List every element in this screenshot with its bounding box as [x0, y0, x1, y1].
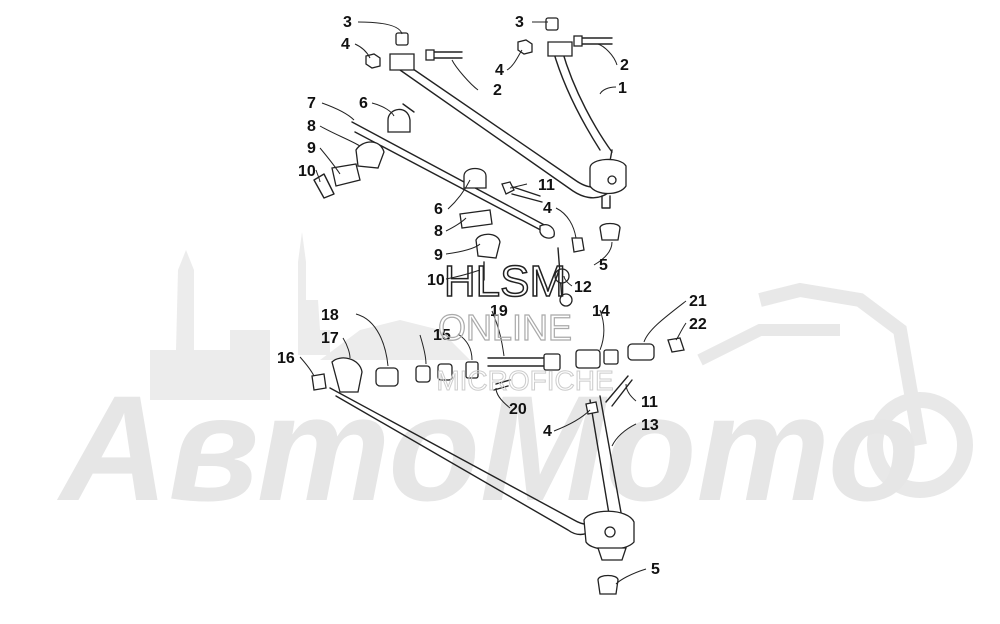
stabilizer-bar [351, 121, 555, 239]
callout-14: 14 [592, 303, 610, 320]
site-watermark-line1: HLSM [444, 257, 566, 306]
lower-hardware [311, 337, 685, 415]
callout-20: 20 [509, 401, 527, 418]
callout-9: 9 [434, 247, 443, 264]
callout-16: 16 [277, 350, 295, 367]
callout-9: 9 [307, 140, 316, 157]
callouts: 1 2 2 3 3 4 4 4 4 5 5 6 6 7 8 8 9 9 10 1… [277, 14, 707, 578]
callout-4: 4 [495, 62, 504, 79]
callout-3: 3 [515, 14, 524, 31]
bar-bushings [313, 103, 501, 281]
lower-a-arm [329, 387, 635, 561]
callout-2: 2 [620, 57, 629, 74]
callout-3: 3 [343, 14, 352, 31]
callout-2: 2 [493, 82, 502, 99]
callout-7: 7 [307, 95, 316, 112]
upper-a-arm [389, 41, 627, 209]
callout-8: 8 [307, 118, 316, 135]
watermark-brand: АвтоМото [56, 364, 920, 532]
callout-22: 22 [689, 316, 707, 333]
callout-12: 12 [574, 279, 592, 296]
callout-5: 5 [651, 561, 660, 578]
site-watermark: HLSM ONLINE MICROFICHE [436, 256, 614, 396]
callout-4: 4 [543, 423, 552, 440]
callout-11: 11 [538, 177, 555, 194]
callout-8: 8 [434, 223, 443, 240]
site-watermark-line2: ONLINE [438, 307, 572, 348]
callout-10: 10 [427, 272, 445, 289]
callout-5: 5 [599, 257, 608, 274]
callout-4: 4 [341, 36, 350, 53]
upper-hardware [365, 17, 613, 69]
site-watermark-line3: MICROFICHE [436, 365, 613, 396]
callout-10: 10 [298, 163, 316, 180]
watermark-motorcycle [697, 282, 973, 498]
callout-6: 6 [434, 201, 443, 218]
callout-19: 19 [490, 303, 508, 320]
callout-1: 1 [618, 80, 627, 97]
callout-6: 6 [359, 95, 368, 112]
callout-17: 17 [321, 330, 339, 347]
callout-11: 11 [641, 394, 658, 411]
callout-4: 4 [543, 200, 552, 217]
leader-lines [299, 21, 687, 585]
watermark-city-silhouette [150, 232, 470, 400]
callout-15: 15 [433, 327, 451, 344]
ball-joint-boots [597, 222, 621, 595]
callout-21: 21 [689, 293, 707, 310]
callout-13: 13 [641, 417, 659, 434]
callout-18: 18 [321, 307, 339, 324]
end-link [501, 181, 585, 307]
